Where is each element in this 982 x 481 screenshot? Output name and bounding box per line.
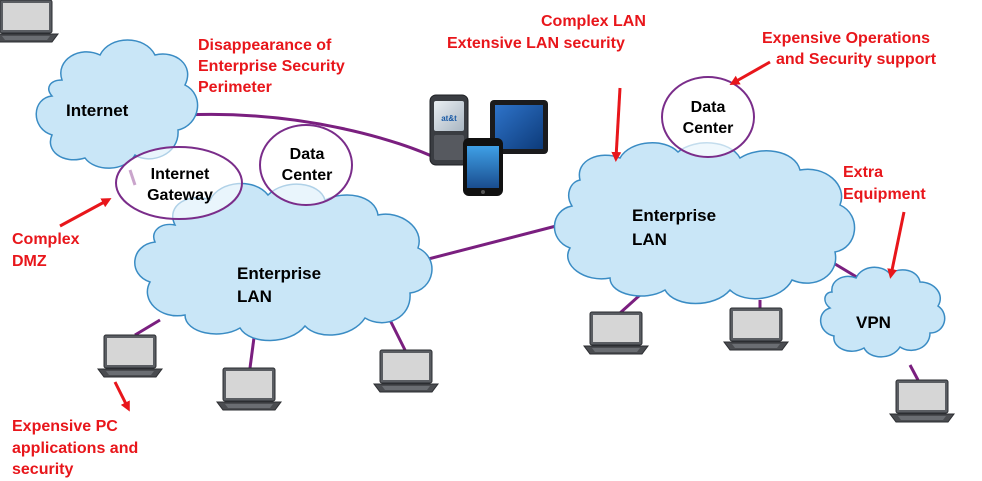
arrows (59, 60, 906, 412)
enterprise-lan-right-label-1: Enterprise (632, 206, 717, 225)
annotation-extra-equipment-1: Extra (843, 164, 884, 181)
internet-gateway-label-2: Gateway (147, 187, 213, 204)
internet-gateway-label-1: Internet (150, 166, 210, 183)
mobile-devices: at&t (429, 94, 548, 196)
enterprise-lan-right-label-2: LAN (632, 230, 667, 249)
data-center-left-label-2: Center (281, 167, 333, 184)
enterprise-lan-left-label-1: Enterprise (237, 264, 322, 283)
laptop-icon (723, 307, 789, 351)
annotation-expensive-pc-2: applications and (12, 440, 139, 457)
annotation-extra-equipment-2: Equipment (843, 186, 926, 203)
annotation-complex-dmz-1: Complex (12, 231, 80, 248)
annotation-expensive-pc-3: security (12, 461, 74, 478)
smartphone-icon: at&t (429, 94, 469, 166)
annotation-perimeter-2: Enterprise Security (198, 58, 345, 75)
enterprise-lan-left-label-2: LAN (237, 287, 272, 306)
phone-brand: at&t (441, 114, 457, 123)
vpn-cloud (820, 266, 946, 358)
data-center-right-circle (661, 76, 755, 158)
laptop-icon (889, 379, 955, 423)
arrow-expensive-ops (729, 60, 771, 85)
iphone-icon (463, 138, 503, 196)
arrow-extra-equipment (887, 211, 906, 279)
vpn-label: VPN (856, 313, 891, 332)
annotation-complex-lan-2: Extensive LAN security (447, 35, 625, 52)
arrow-expensive-pc (113, 381, 130, 412)
link-lan-lan (404, 223, 561, 267)
annotation-expensive-ops-2: and Security support (776, 51, 937, 68)
laptop-icon (216, 367, 282, 411)
laptops (0, 0, 163, 378)
annotation-expensive-pc-1: Expensive PC (12, 418, 118, 435)
annotation-perimeter-3: Perimeter (198, 79, 272, 96)
laptop-icon (583, 311, 649, 355)
link-pc3 (388, 319, 407, 351)
data-center-left-label-1: Data (289, 146, 325, 163)
data-center-right-label-2: Center (682, 120, 734, 137)
annotation-perimeter-1: Disappearance of (198, 37, 332, 54)
internet-gateway-circle (115, 146, 243, 220)
laptop-icon (373, 349, 439, 393)
data-center-left-circle (259, 124, 353, 206)
annotation-expensive-ops-1: Expensive Operations (762, 30, 931, 47)
tablet-icon (490, 100, 548, 154)
laptop-icon (0, 0, 59, 43)
internet-cloud-label: Internet (66, 101, 129, 120)
laptop-icon (97, 334, 163, 378)
data-center-right-label-1: Data (690, 99, 726, 116)
arrow-complex-lan (611, 87, 622, 162)
link-pc4 (618, 293, 642, 315)
link-pc1 (134, 318, 161, 337)
link-pc6 (908, 364, 920, 381)
annotation-complex-lan-1: Complex LAN (541, 13, 646, 30)
link-internet-devices (184, 112, 441, 162)
arrow-complex-dmz (59, 198, 112, 228)
annotation-complex-dmz-2: DMZ (12, 253, 47, 270)
